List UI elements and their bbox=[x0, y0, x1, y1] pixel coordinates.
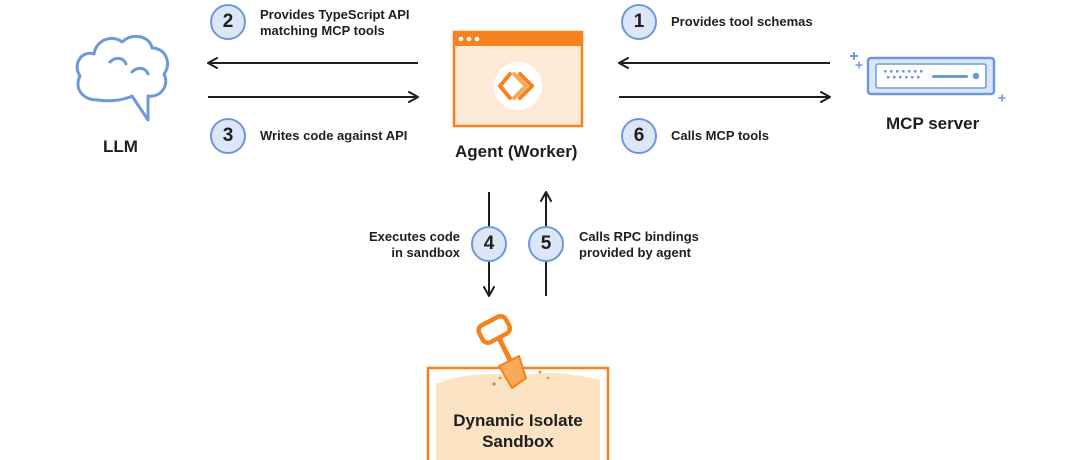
step-4-badge: 4 bbox=[471, 226, 507, 262]
sandbox-box bbox=[426, 366, 610, 460]
browser-window-icon bbox=[452, 30, 584, 128]
step-6-badge: 6 bbox=[621, 118, 657, 154]
brain-cloud-icon bbox=[75, 34, 169, 122]
step-5-badge: 5 bbox=[528, 226, 564, 262]
shovel-icon bbox=[476, 313, 527, 389]
step-5-text: Calls RPC bindings provided by agent bbox=[579, 229, 699, 260]
step-6-text: Calls MCP tools bbox=[671, 128, 770, 143]
agent-label: Agent (Worker) bbox=[455, 142, 578, 161]
mcp-server-label: MCP server bbox=[886, 114, 980, 133]
step-1-badge: 1 bbox=[621, 4, 657, 40]
server-icon bbox=[850, 52, 1006, 102]
step-2-badge: 2 bbox=[210, 4, 246, 40]
step-3-badge: 3 bbox=[210, 118, 246, 154]
step-3-text: Writes code against API bbox=[260, 128, 408, 143]
llm-label: LLM bbox=[103, 137, 138, 156]
step-4-text: Executes code in sandbox bbox=[368, 229, 460, 260]
sandbox-label: Dynamic Isolate Sandbox bbox=[453, 411, 583, 451]
step-2-text: Provides TypeScript API matching MCP too… bbox=[260, 7, 410, 38]
step-1-text: Provides tool schemas bbox=[671, 14, 813, 29]
